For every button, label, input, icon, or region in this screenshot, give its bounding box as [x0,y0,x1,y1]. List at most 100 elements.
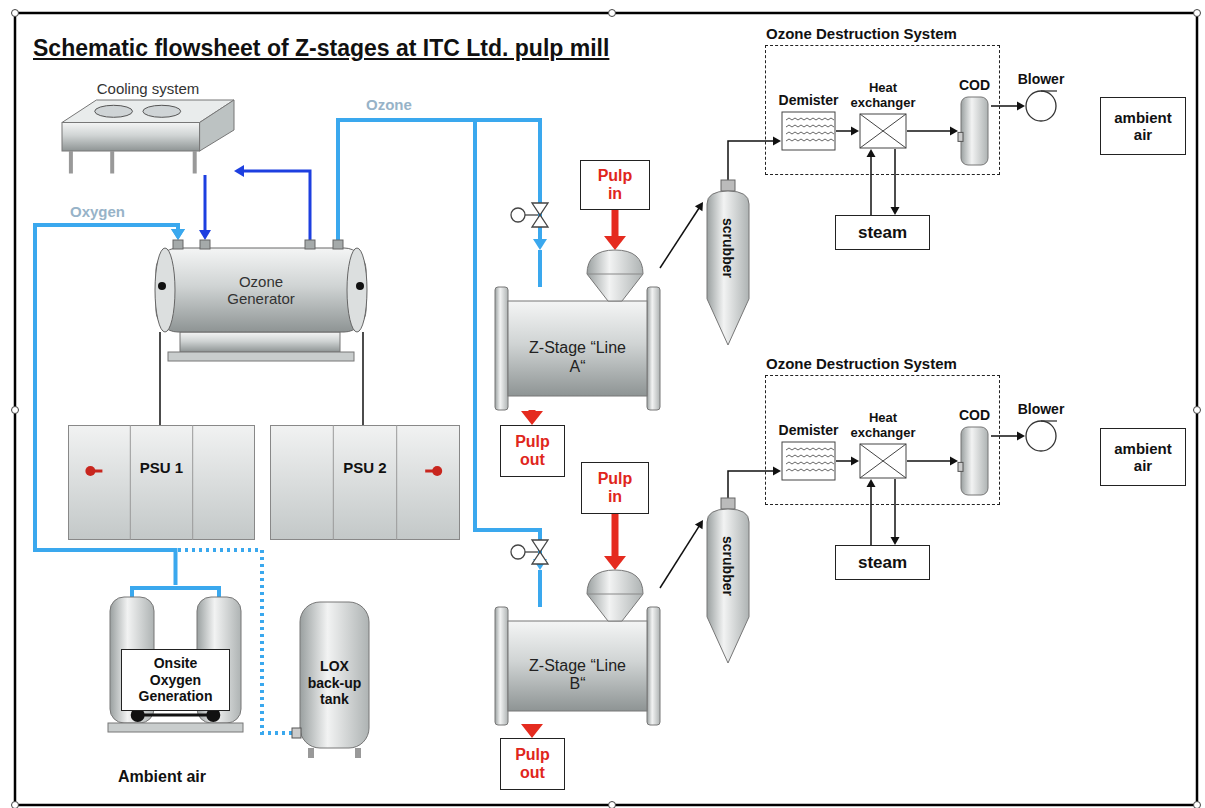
power-supply-unit-outline-part [396,425,397,540]
frame-handles [12,10,1201,808]
power-supply-unit-outline-part [425,470,437,473]
cod-unit-outline-part [961,427,988,495]
power-supply-unit-outline-part [90,470,102,473]
scrubber: scrubber [703,180,753,345]
node-label: Onsite Oxygen Generation [121,649,230,711]
ozone-generator-outline-part [333,240,343,249]
arrow-head [199,230,211,240]
power-supply-unit-outline [270,425,460,540]
arrow-head [1017,102,1025,111]
arrow-head [891,537,900,545]
demister-outline [781,441,836,481]
node-label: PSU 1 [140,459,183,476]
arrow-head [533,239,547,250]
connector-line [338,120,540,243]
power-supply-unit: PSU 2 [270,425,460,540]
connector-line [240,171,310,240]
z-stage-reactor-outline-part [495,287,508,410]
power-supply-unit: PSU 1 [68,425,255,540]
frame-handles-part [609,10,616,17]
node-label: Pulp in [598,167,633,204]
arrow-head [695,202,703,211]
cooling-unit-outline-part [143,105,181,117]
lox-tank-outline-part [292,728,301,738]
ozone-generator: Ozone Generator [150,240,372,332]
connector-line [660,524,700,588]
connector [907,457,958,466]
demister-outline [781,111,836,151]
connector-line [728,471,776,498]
ozone-generator-outline-part [173,240,183,249]
pulp-in-box: Pulp in [581,462,649,514]
connector [521,724,543,738]
blower-outline-part [1026,91,1056,121]
frame-handles-part [1194,10,1201,17]
connector-line [362,332,364,425]
node-label: ambient air [1114,440,1172,475]
pulp-out-box: Pulp out [500,425,565,477]
diagram-title: Schematic flowsheet of Z-stages at ITC L… [33,35,609,62]
demister-outline-part [786,139,834,141]
blower-outline-part [1041,420,1057,421]
frame-handles-part [12,802,19,808]
connector-line [660,206,700,268]
connector [521,410,543,425]
ozone-stub-pipe-part [538,250,542,287]
heat-exchanger: Heat exchanger [859,443,907,479]
heat-exchanger-outline-part [860,444,906,478]
connector [604,210,626,250]
node-label: Heat exchanger [850,81,915,110]
heat-exchanger-outline-part [860,114,906,148]
z-stage-reactor-outline-part [647,287,660,410]
arrow-head [891,207,900,215]
arrow-head [851,457,859,466]
valve-symbol-part [511,545,525,559]
connector-line [907,460,953,462]
power-supply-unit-outline-part [271,426,460,540]
demister-outline-part [786,462,834,464]
node-label: scrubber [720,536,736,596]
pipe-label: Ozone [366,96,412,113]
connector [234,165,310,240]
heat-exchanger-outline-part [860,444,906,478]
cooling-unit: Cooling system [62,100,234,175]
oxygen-generator-outline-part [108,723,243,732]
heat-exchanger-outline [859,443,907,479]
connector-line [870,154,872,215]
ozone-destruction-system: Ozone Destruction SystemDemisterHeat exc… [765,375,1000,505]
demister: Demister [781,111,836,151]
node-label: Pulp out [515,746,550,783]
arrow-head [171,229,185,240]
connector [728,467,781,499]
valve-symbol-part [532,540,548,552]
z-stage-reactor-outline-part [587,250,643,301]
ambient-air-box: ambient air [1100,97,1186,155]
blower-outline [1025,90,1057,122]
lox-tank-outline-part [355,748,361,758]
cod-unit-outline-part [958,132,963,141]
connector-line [612,514,619,562]
steam-box: steam [835,545,930,580]
blower-outline-part [1041,90,1057,91]
demister-outline-part [786,455,834,457]
arrow-head [773,467,781,476]
connector [907,127,958,136]
cooling-unit-outline-part [95,105,133,117]
valve-symbol-part [532,552,548,564]
node-label: Pulp out [515,433,550,470]
power-supply-unit-outline [68,425,255,540]
valve-symbol-part [532,215,548,227]
node-label: Ozone Destruction System [766,25,957,42]
valve-symbol-part [525,214,538,215]
scrubber: scrubber [703,498,753,663]
node-label: Pulp in [598,470,633,507]
heat-exchanger: Heat exchanger [859,113,907,149]
connector-line [894,149,896,210]
connector [338,120,547,250]
ambient-air-box: ambient air [1100,428,1186,486]
connector [160,332,161,425]
valve-symbol-part [532,203,548,215]
ozone-generator-outline-part [356,282,364,290]
steam-box: steam [835,215,930,250]
cooling-unit-outline [62,100,234,175]
